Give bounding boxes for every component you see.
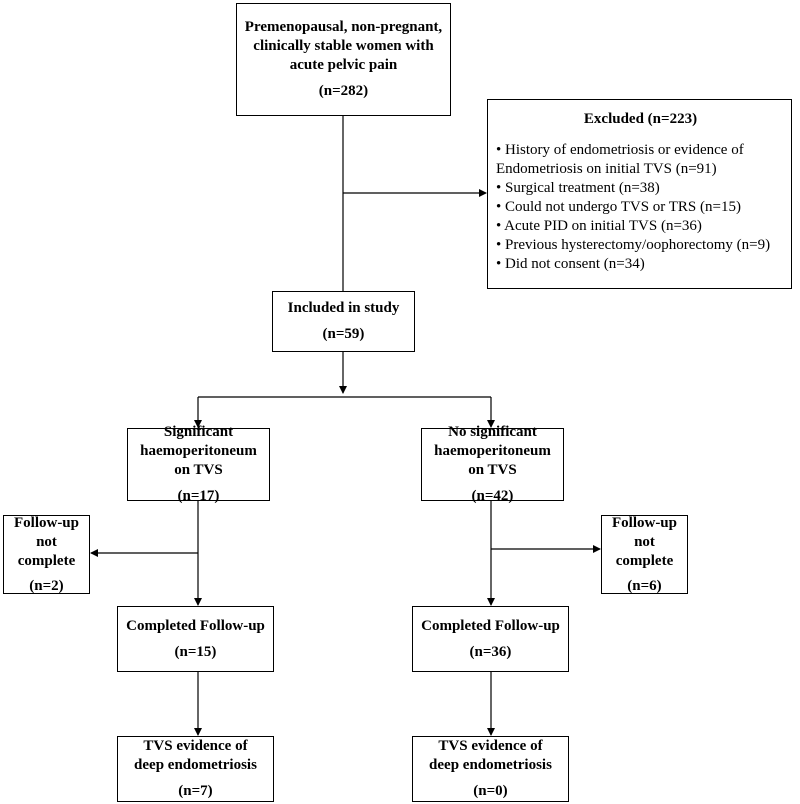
completed-followup-left-box: Completed Follow-up (n=15) bbox=[117, 606, 274, 672]
start-line-1: Premenopausal, non-pregnant, bbox=[244, 19, 443, 35]
excluded-item: • Acute PID on initial TVS (n=36) bbox=[496, 218, 702, 234]
no-significant-line-2: haemoperitoneum bbox=[434, 443, 551, 459]
excluded-item: Endometriosis on initial TVS (n=91) bbox=[496, 161, 717, 177]
significant-line-2: haemoperitoneum bbox=[140, 443, 257, 459]
excluded-item: • Could not undergo TVS or TRS (n=15) bbox=[496, 199, 741, 215]
deep-right-count: (n=0) bbox=[473, 783, 508, 799]
followup-not-complete-left-box: Follow-up not complete (n=2) bbox=[3, 515, 90, 594]
followup-left-line-3: complete bbox=[17, 552, 76, 569]
followup-left-line-1: Follow-up bbox=[13, 514, 79, 531]
followup-right-line-1: Follow-up bbox=[611, 514, 677, 531]
deep-left-line-2: deep endometriosis bbox=[134, 757, 257, 773]
excluded-item: • Surgical treatment (n=38) bbox=[496, 180, 660, 196]
excluded-box: Excluded (n=223) • History of endometrio… bbox=[487, 99, 792, 289]
start-line-2: clinically stable women with bbox=[253, 38, 434, 54]
completed-right-label: Completed Follow-up bbox=[421, 617, 560, 634]
no-significant-count: (n=42) bbox=[471, 488, 514, 504]
start-population-box: Premenopausal, non-pregnant, clinically … bbox=[236, 3, 451, 116]
followup-not-complete-right-box: Follow-up not complete (n=6) bbox=[601, 515, 688, 594]
completed-right-count: (n=36) bbox=[469, 643, 512, 660]
followup-left-line-2: not bbox=[36, 533, 57, 550]
followup-right-line-3: complete bbox=[615, 552, 674, 569]
start-count: (n=282) bbox=[318, 83, 369, 99]
completed-left-count: (n=15) bbox=[174, 643, 217, 660]
deep-left-count: (n=7) bbox=[178, 783, 213, 799]
included-count: (n=59) bbox=[322, 326, 365, 342]
excluded-item: • History of endometriosis or evidence o… bbox=[496, 142, 744, 158]
significant-line-3: on TVS bbox=[174, 462, 223, 478]
excluded-title: Excluded (n=223) bbox=[583, 111, 698, 127]
completed-followup-right-box: Completed Follow-up (n=36) bbox=[412, 606, 569, 672]
deep-right-line-1: TVS evidence of bbox=[438, 738, 543, 754]
excluded-item: • Did not consent (n=34) bbox=[496, 256, 645, 272]
deep-right-line-2: deep endometriosis bbox=[429, 757, 552, 773]
completed-left-label: Completed Follow-up bbox=[126, 617, 265, 634]
included-box: Included in study (n=59) bbox=[272, 291, 415, 352]
no-significant-line-3: on TVS bbox=[468, 462, 517, 478]
included-label: Included in study bbox=[287, 300, 400, 316]
excluded-reasons-list: • History of endometriosis or evidence o… bbox=[496, 141, 770, 274]
start-line-3: acute pelvic pain bbox=[289, 57, 398, 73]
significant-count: (n=17) bbox=[177, 488, 220, 504]
excluded-item: • Previous hysterectomy/oophorectomy (n=… bbox=[496, 237, 771, 253]
significant-haemoperitoneum-box: Significant haemoperitoneum on TVS (n=17… bbox=[127, 424, 270, 504]
followup-left-count: (n=2) bbox=[29, 577, 64, 594]
no-significant-haemoperitoneum-box: No significant haemoperitoneum on TVS (n… bbox=[421, 424, 564, 504]
deep-endometriosis-left-box: TVS evidence of deep endometriosis (n=7) bbox=[117, 736, 274, 802]
no-significant-line-1: No significant bbox=[448, 424, 537, 440]
followup-right-count: (n=6) bbox=[627, 577, 662, 594]
deep-endometriosis-right-box: TVS evidence of deep endometriosis (n=0) bbox=[412, 736, 569, 802]
significant-line-1: Significant bbox=[163, 424, 234, 440]
followup-right-line-2: not bbox=[634, 533, 655, 550]
deep-left-line-1: TVS evidence of bbox=[143, 738, 248, 754]
